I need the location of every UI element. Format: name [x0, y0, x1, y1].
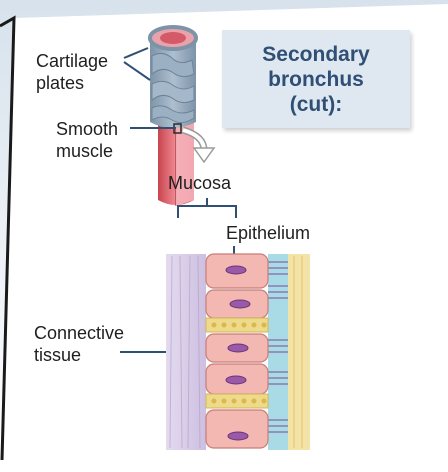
mucus-layer [288, 254, 310, 450]
goblet-cell [205, 393, 269, 409]
bronchus-tube [148, 25, 216, 206]
label-epithelium: Epithelium [226, 223, 311, 243]
title-box: Secondary bronchus (cut): [222, 30, 410, 128]
cartilage-plate [151, 52, 195, 78]
diagram-title: Secondary bronchus (cut): [262, 42, 370, 116]
cell-nuclei [225, 265, 251, 441]
leader-lines [120, 47, 237, 353]
page-edge [0, 15, 16, 461]
label-connective-tissue: Connective tissue [34, 323, 125, 365]
label-mucosa: Mucosa [168, 173, 232, 193]
cartilage-plate [151, 105, 195, 124]
cartilage-plate [151, 80, 195, 104]
label-smooth-muscle: Smooth muscle [56, 119, 119, 161]
goblet-cell [205, 317, 269, 333]
tissue-section [166, 253, 310, 450]
label-cartilage-plates: Cartilage plates [36, 51, 109, 93]
